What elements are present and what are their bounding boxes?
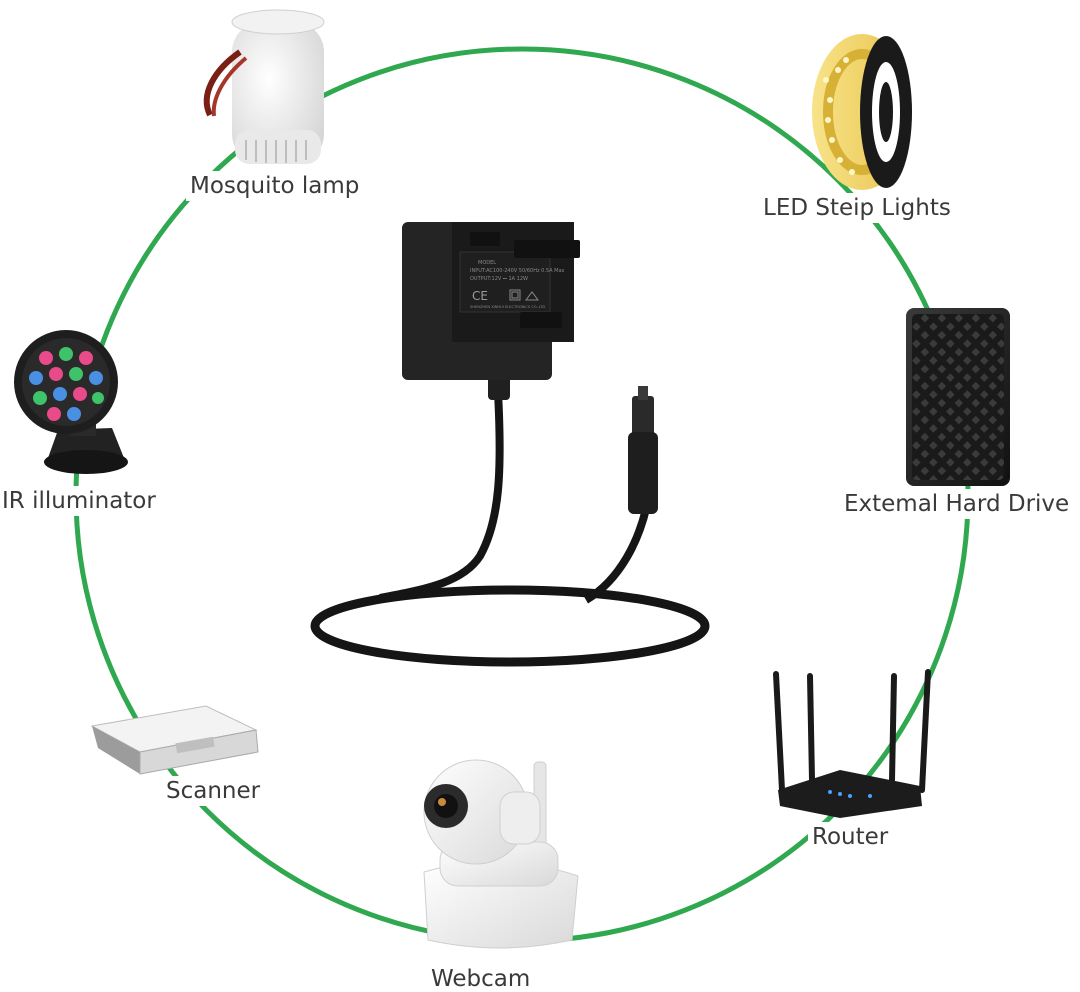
hard-drive-image	[906, 308, 1010, 486]
label-hard-drive: Extemal Hard Drive	[840, 489, 1074, 519]
led-strip-image	[812, 34, 912, 190]
label-scanner: Scanner	[162, 776, 265, 806]
adapter-label-output: OUTPUT:12V ⎓ 1A 12W	[470, 276, 528, 282]
label-webcam: Webcam	[427, 964, 535, 992]
adapter-label-ce: CE	[472, 289, 488, 303]
label-led-strip: LED Steip Lights	[759, 193, 955, 223]
adapter-label-input: INPUT:AC100-240V 50/60Hz 0.5A Max	[470, 268, 565, 274]
adapter-label-model: MODEL	[478, 260, 496, 266]
scanner-image	[90, 705, 259, 775]
label-mosquito-lamp: Mosquito lamp	[186, 171, 364, 201]
ir-illuminator-image	[14, 330, 128, 474]
adapter-label-maker: SHENZHEN XINHUI ELECTRONICS CO.,LTD	[470, 305, 545, 309]
router-image	[773, 669, 931, 818]
label-ir-illuminator: IR illuminator	[0, 486, 160, 516]
label-router: Router	[808, 822, 893, 852]
mosquito-lamp-image	[203, 9, 325, 164]
webcam-image	[423, 759, 579, 949]
power-adapter-image: MODEL INPUT:AC100-240V 50/60Hz 0.5A Max …	[310, 222, 710, 667]
